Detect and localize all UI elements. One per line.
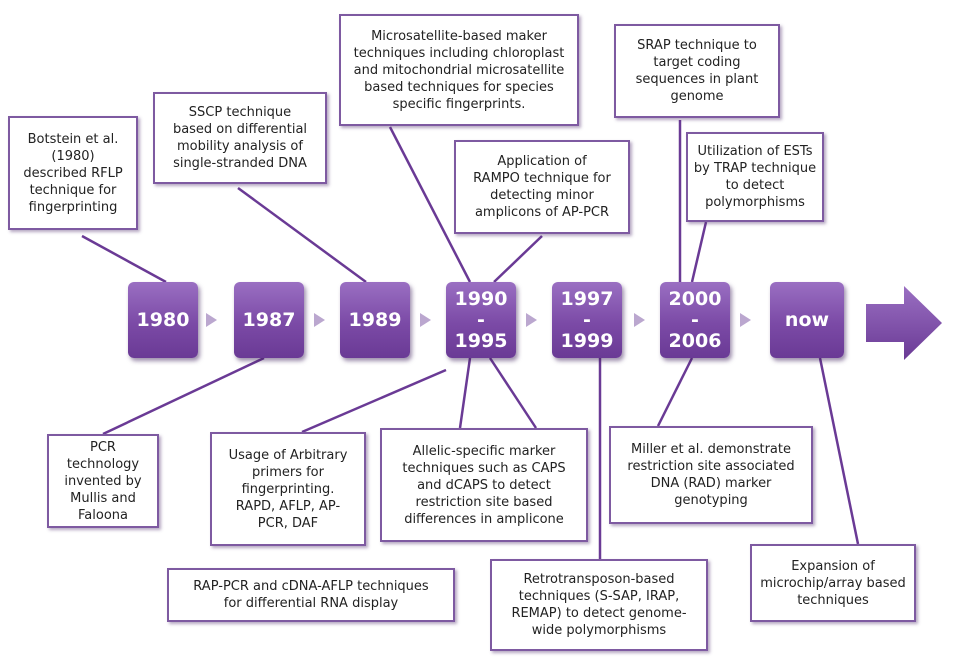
connector-arbitrary (301, 368, 447, 434)
chevron-arrow-icon (634, 313, 645, 327)
note-retrotransposon: Retrotransposon-based techniques (S-SAP,… (490, 559, 708, 651)
note-pcr: PCR technology invented by Mullis and Fa… (47, 434, 159, 528)
connector-rad (656, 357, 694, 427)
note-rap-pcr: RAP-PCR and cDNA-AFLP techniques for dif… (167, 568, 455, 622)
note-allelic: Allelic-specific marker techniques such … (380, 428, 588, 542)
connector-sscp (237, 186, 367, 284)
year-box-1990-1995: 1990 - 1995 (446, 282, 516, 358)
year-box-1989: 1989 (340, 282, 410, 358)
connector-rap-pcr (488, 357, 538, 429)
year-box-2000-2006: 2000 - 2006 (660, 282, 730, 358)
note-rflp: Botstein et al. (1980) described RFLP te… (8, 116, 138, 230)
note-microsatellite: Microsatellite-based maker techniques in… (339, 14, 579, 126)
connector-microsatellite (388, 126, 472, 283)
note-sscp: SSCP technique based on differential mob… (153, 92, 327, 184)
timeline-arrow-icon (866, 286, 942, 360)
note-srap: SRAP technique to target coding sequence… (614, 24, 780, 118)
year-box-1997-1999: 1997 - 1999 (552, 282, 622, 358)
chevron-arrow-icon (314, 313, 325, 327)
chevron-arrow-icon (526, 313, 537, 327)
chevron-arrow-icon (206, 313, 217, 327)
connector-pcr (102, 356, 265, 436)
note-microchip: Expansion of microchip/array based techn… (750, 544, 916, 622)
note-trap: Utilization of ESTs by TRAP technique to… (686, 132, 824, 222)
connector-trap (690, 221, 708, 283)
note-rampo: Application of RAMPO technique for detec… (454, 140, 630, 234)
year-box-now: now (770, 282, 844, 358)
year-box-1980: 1980 (128, 282, 198, 358)
note-rad: Miller et al. demonstrate restriction si… (609, 426, 813, 524)
connector-allelic (458, 357, 472, 429)
connector-rflp (81, 234, 167, 284)
connector-microchip (818, 357, 860, 545)
note-arbitrary: Usage of Arbitrary primers for fingerpri… (210, 432, 366, 546)
year-box-1987: 1987 (234, 282, 304, 358)
chevron-arrow-icon (740, 313, 751, 327)
chevron-arrow-icon (420, 313, 431, 327)
connector-rampo (493, 235, 543, 283)
